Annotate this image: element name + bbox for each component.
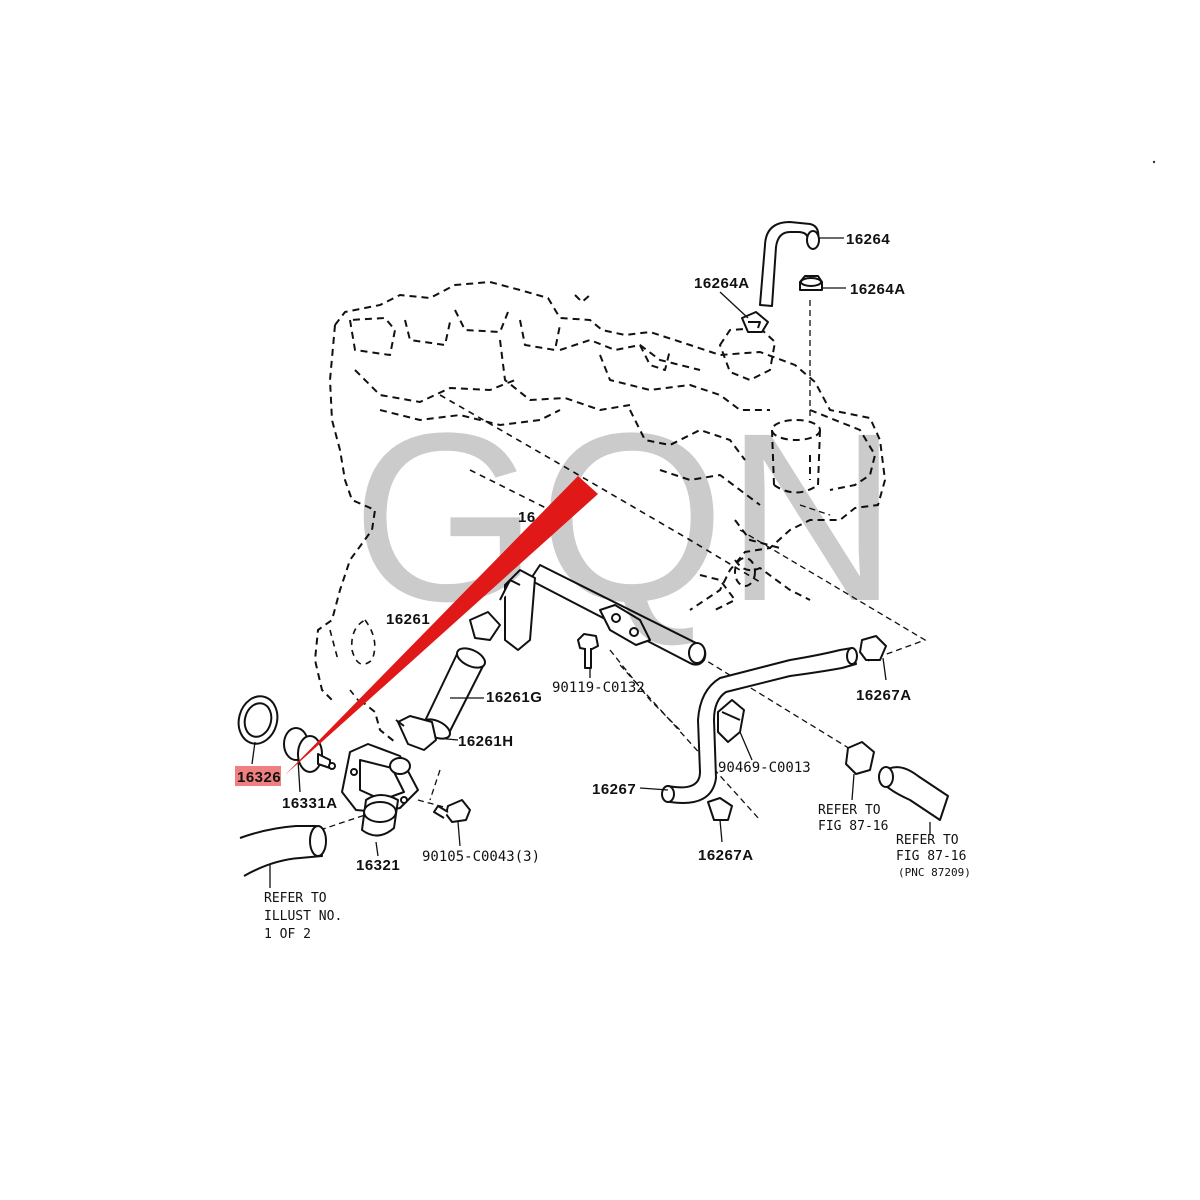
note-illust-line2: ILLUST NO. <box>264 909 342 924</box>
part-label-16321: 16321 <box>356 857 400 874</box>
clamp-16264a-left <box>741 311 769 333</box>
note-illust-line3: 1 OF 2 <box>264 927 311 942</box>
bolt-90105 <box>433 799 471 823</box>
part-label-16267a-bottom: 16267A <box>698 847 754 864</box>
part-label-16261-partial: 16261 <box>386 611 430 628</box>
part-label-90469: 90469-C0013 <box>718 760 811 776</box>
clip-90469 <box>717 699 745 743</box>
part-labels: 16264 16264A 16264A 16 16261 16261G 1626… <box>237 231 912 874</box>
part-label-90105: 90105-C0043(3) <box>422 849 540 865</box>
part-label-16261-partial-top: 16 <box>518 509 536 526</box>
note-fig-a-line1: REFER TO <box>818 803 881 818</box>
leader-lines <box>251 237 931 888</box>
part-label-16264a-left: 16264A <box>694 275 750 292</box>
part-label-16264: 16264 <box>846 231 890 248</box>
reference-notes: REFER TO ILLUST NO. 1 OF 2 REFER TO FIG … <box>264 803 971 942</box>
note-fig-b-line1: REFER TO <box>896 833 959 848</box>
part-label-16261h: 16261H <box>458 733 514 750</box>
note-fig-b-line3: (PNC 87209) <box>898 866 971 879</box>
part-label-16326: 16326 <box>237 769 281 786</box>
gasket-16326 <box>237 695 279 745</box>
note-fig-b-line2: FIG 87-16 <box>896 849 966 864</box>
hose-right-figure <box>878 766 949 821</box>
part-label-16261g: 16261G <box>486 689 542 706</box>
part-label-16264a-right: 16264A <box>850 281 906 298</box>
clamp-16261-upper <box>469 611 501 641</box>
water-inlet-16321 <box>341 743 419 837</box>
hose-lower-left <box>239 825 327 877</box>
part-label-16331a: 16331A <box>282 795 338 812</box>
watermark: GQN <box>352 383 899 651</box>
note-illust-line1: REFER TO <box>264 891 327 906</box>
highlight-arrow-shape <box>285 476 598 775</box>
part-label-90119: 90119-C0132 <box>552 680 645 696</box>
clamp-16264a-right <box>799 275 823 291</box>
engine-block-outline <box>314 281 886 743</box>
clamp-16267a-bottom <box>707 797 733 821</box>
speck-mark <box>1152 160 1156 164</box>
clamp-16267a-right <box>859 635 887 661</box>
clamp-16261h <box>395 715 437 751</box>
note-fig-a-line2: FIG 87-16 <box>818 819 888 834</box>
hose-16264 <box>759 221 820 307</box>
highlight-arrow <box>285 476 598 775</box>
bolt-90119 <box>577 633 599 669</box>
hose-16267 <box>661 647 858 804</box>
part-label-16267: 16267 <box>592 781 636 798</box>
part-label-highlight <box>235 766 281 786</box>
svg-text:GQN: GQN <box>352 383 899 651</box>
part-label-16267a-right: 16267A <box>856 687 912 704</box>
clamp-right-figure <box>845 741 875 775</box>
pipe-16261 <box>499 564 707 666</box>
